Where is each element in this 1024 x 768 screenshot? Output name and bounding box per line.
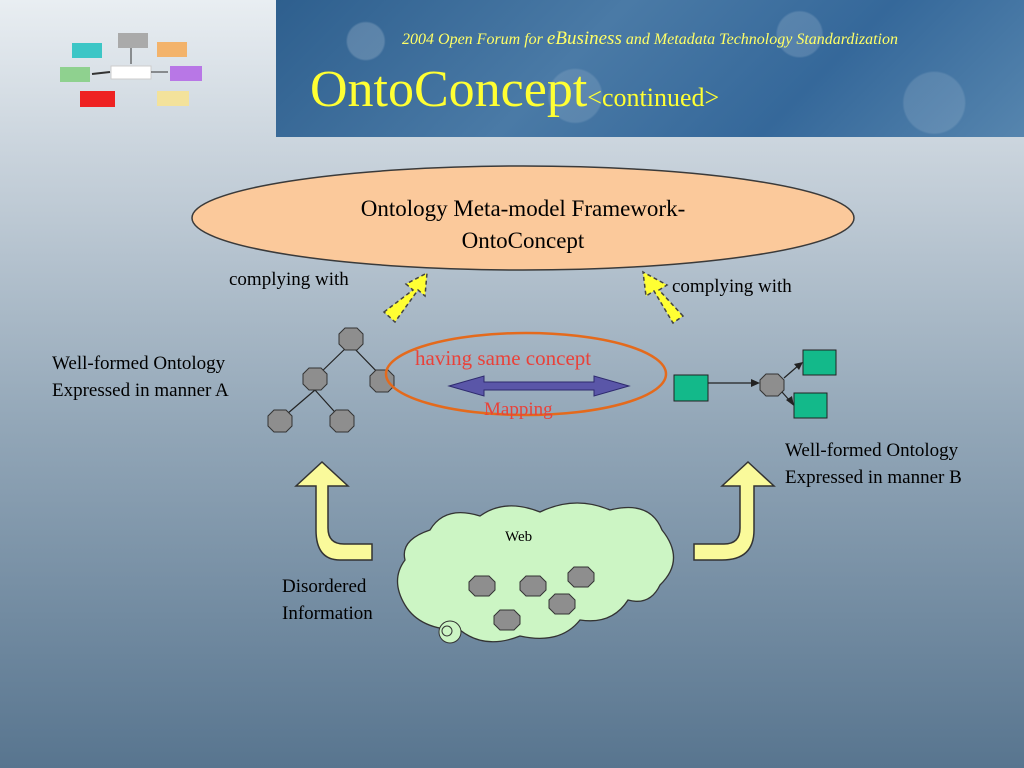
tree-node-green: [673, 374, 709, 402]
web-node: [548, 593, 576, 615]
ontology-a-line-2: Expressed in manner A: [52, 380, 229, 401]
web-node: [468, 575, 496, 597]
tree-node: [338, 327, 364, 351]
mapping-ellipse: [384, 331, 668, 417]
ontology-a-label: Well-formed Ontology Expressed in manner…: [52, 350, 229, 404]
same-concept-label: having same concept: [415, 346, 592, 370]
ontology-b-line-2: Expressed in manner B: [785, 467, 962, 488]
mapping-label: Mapping: [484, 399, 553, 420]
tree-node: [302, 367, 328, 391]
ontology-b-line-1: Well-formed Ontology: [785, 440, 959, 461]
disordered-info-label: Disordered Information: [282, 573, 373, 627]
framework-line-2: OntoConcept: [461, 228, 585, 253]
tree-node: [759, 373, 785, 397]
title-main: OntoConcept: [310, 61, 588, 118]
tree-node: [267, 409, 293, 433]
web-node: [519, 575, 547, 597]
web-cloud: [396, 502, 675, 643]
disordered-line-1: Disordered: [282, 576, 367, 597]
complying-arrow-right: [642, 270, 685, 325]
tree-node: [369, 369, 395, 393]
ontology-a-line-1: Well-formed Ontology: [52, 353, 226, 374]
header-banner: 2004 Open Forum for eBusiness and Metada…: [276, 0, 1024, 137]
framework-label: Ontology Meta-model Framework- OntoConce…: [192, 193, 854, 257]
framework-ellipse: [191, 165, 855, 271]
tree-node-green: [793, 392, 828, 419]
logo-graphic: [60, 33, 202, 107]
curved-up-arrow-left: [294, 460, 373, 561]
curved-up-arrow-right: [693, 460, 776, 561]
complying-label-right: complying with: [672, 276, 792, 297]
forum-ebusiness: eBusiness: [546, 28, 622, 49]
mapping-double-arrow: [447, 375, 631, 397]
complying-arrow-left: [382, 271, 428, 324]
forum-subtitle: 2004 Open Forum for eBusiness and Metada…: [276, 28, 1024, 50]
title-continued: <continued>: [587, 83, 720, 112]
web-nodes: [468, 566, 595, 631]
ontology-tree-a: [267, 327, 395, 433]
slide-title: OntoConcept<continued>: [310, 60, 719, 119]
ontology-tree-b: [673, 349, 837, 419]
web-node: [493, 609, 521, 631]
disordered-line-2: Information: [282, 603, 373, 624]
small-circle-icon: [438, 620, 462, 644]
web-label: Web: [505, 529, 533, 545]
framework-line-1: Ontology Meta-model Framework-: [360, 196, 686, 221]
complying-label-left: complying with: [229, 269, 349, 290]
tree-node: [329, 409, 355, 433]
forum-prefix: 2004 Open Forum for: [402, 31, 547, 48]
ontology-b-label: Well-formed Ontology Expressed in manner…: [785, 437, 962, 491]
tree-node-green: [802, 349, 837, 376]
forum-suffix: and Metadata Technology Standardization: [621, 31, 898, 48]
web-node: [567, 566, 595, 588]
